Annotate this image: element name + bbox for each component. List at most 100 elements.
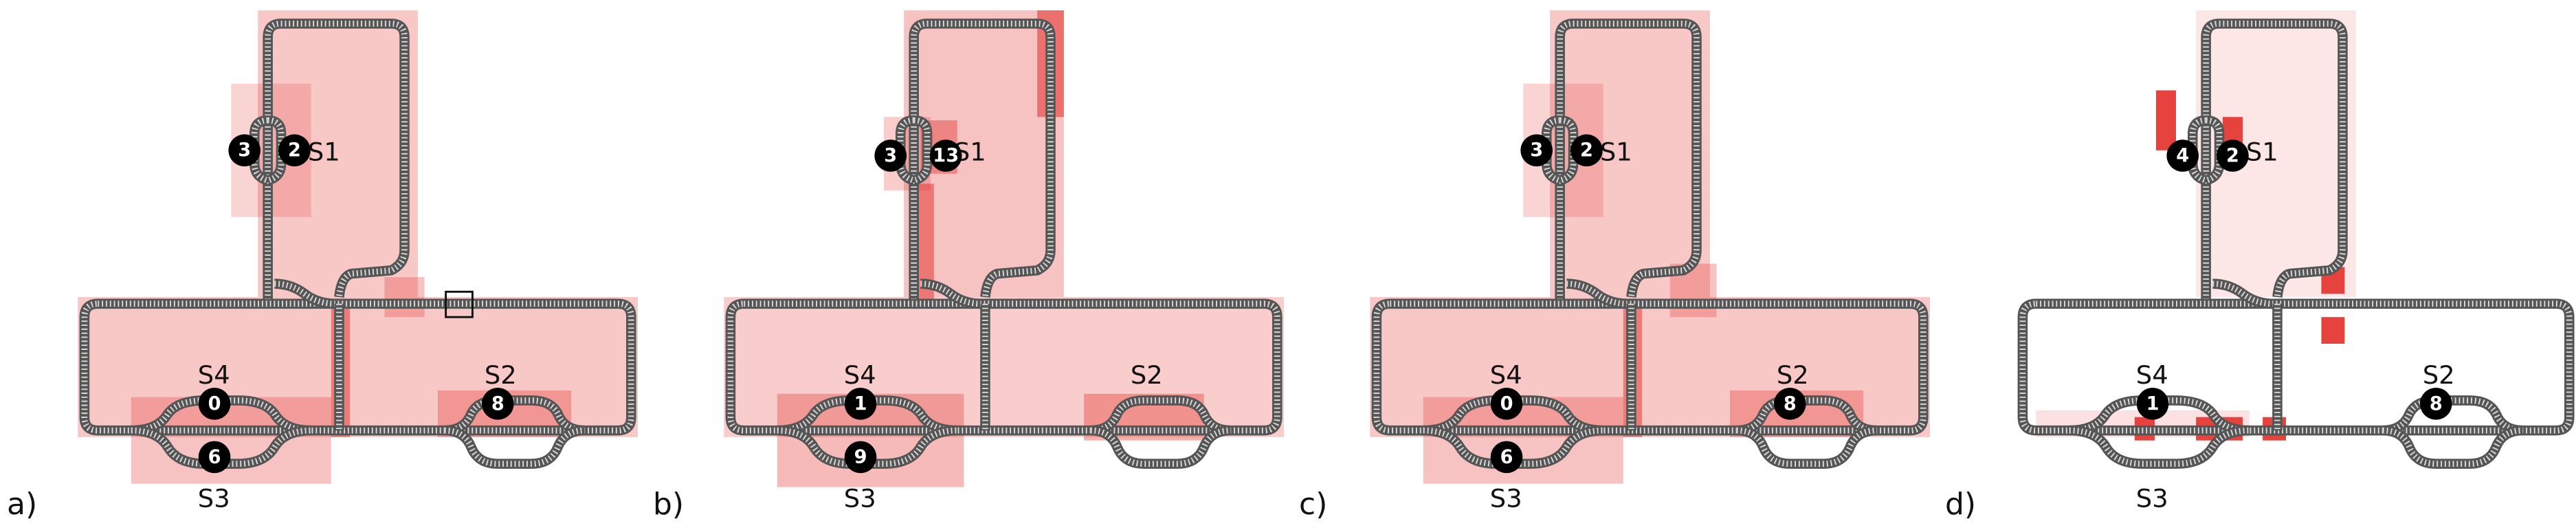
train-2: 2 (1570, 134, 1603, 166)
train-1: 1 (2136, 388, 2169, 420)
train-1: 1 (844, 388, 877, 420)
train-3: 3 (874, 140, 907, 172)
train-marker (278, 134, 311, 166)
track-ties (920, 280, 981, 307)
train-marker (2136, 388, 2169, 420)
highlight-region (2222, 117, 2243, 144)
track-ties (1557, 21, 1700, 304)
station-label-s4: S4 (1490, 360, 1522, 390)
train-number: 8 (491, 393, 504, 415)
track-ties (2212, 280, 2273, 307)
train-number: 0 (208, 393, 221, 415)
train-number: 2 (2226, 145, 2239, 166)
train-marker (1490, 388, 1523, 420)
panel-label-d: d) (1945, 487, 1976, 522)
train-number: 1 (2146, 393, 2159, 415)
selection-marker (445, 290, 474, 318)
train-number: 8 (2430, 393, 2443, 415)
track-ties (2203, 21, 2346, 304)
train-number: 1 (854, 393, 867, 415)
highlight-region (2155, 90, 2176, 151)
train-8: 8 (1774, 388, 1806, 420)
train-marker (482, 388, 514, 420)
track-ties (265, 21, 408, 304)
track-ties (274, 280, 335, 307)
station-label-s2: S2 (2423, 360, 2455, 390)
highlight-regions (1370, 10, 1930, 484)
station-label-s3: S3 (1490, 484, 1522, 514)
track-ties (131, 397, 311, 434)
track-ties (777, 397, 957, 434)
track-rail (725, 298, 1283, 436)
train-number: 8 (1784, 393, 1797, 415)
track-ties (1736, 427, 1877, 467)
panel-label-a: a) (7, 487, 37, 522)
train-2: 2 (2217, 140, 2249, 172)
track-ties (2069, 397, 2250, 434)
track-ties (1736, 397, 1877, 434)
train-8: 8 (482, 388, 514, 420)
panel-label-b: b) (653, 487, 684, 522)
track-ties (2069, 427, 2250, 467)
train-marker (2420, 388, 2452, 420)
station-label-s3: S3 (844, 484, 876, 514)
track-ties (444, 397, 585, 434)
train-number: 3 (884, 145, 897, 166)
track-ties (2382, 427, 2523, 467)
train-6: 6 (198, 441, 231, 474)
train-2: 2 (278, 134, 311, 166)
train-number: 4 (2176, 145, 2189, 166)
station-label-s2: S2 (485, 360, 517, 390)
panel-label-c: c) (1299, 487, 1327, 522)
track-network (2017, 19, 2575, 469)
track-ties (1090, 427, 1231, 467)
station-label-s2: S2 (1131, 360, 1163, 390)
train-13: 13 (929, 140, 962, 172)
train-number: 9 (854, 446, 867, 468)
train-6: 6 (1490, 441, 1523, 474)
train-marker (1774, 388, 1806, 420)
train-3: 3 (228, 134, 260, 166)
train-number: 13 (933, 145, 959, 166)
train-number: 2 (288, 140, 301, 161)
train-9: 9 (844, 441, 877, 474)
train-number: 6 (208, 446, 221, 468)
station-label-s4: S4 (198, 360, 230, 390)
train-3: 3 (1520, 134, 1553, 166)
train-marker (198, 388, 231, 420)
train-number: 3 (238, 140, 251, 161)
station-label-s2: S2 (1777, 360, 1809, 390)
train-0: 0 (198, 388, 231, 420)
track-rail (2017, 298, 2575, 436)
highlight-regions (2036, 10, 2356, 441)
train-marker (228, 134, 260, 166)
track-ties (1566, 280, 1627, 307)
train-8: 8 (2420, 388, 2452, 420)
station-label-s1: S1 (1600, 137, 1632, 166)
track-rail (1371, 298, 1929, 436)
station-label-s3: S3 (2136, 484, 2168, 514)
station-label-s3: S3 (198, 484, 230, 514)
train-number: 3 (1530, 140, 1543, 161)
station-label-s1: S1 (2246, 137, 2278, 166)
train-marker (844, 441, 877, 474)
train-marker (2166, 140, 2199, 172)
train-marker (2217, 140, 2249, 172)
station-label-s4: S4 (2136, 360, 2168, 390)
train-marker (1570, 134, 1603, 166)
station-label-s4: S4 (844, 360, 876, 390)
track-ties (1090, 397, 1231, 434)
train-marker (874, 140, 907, 172)
train-number: 2 (1580, 140, 1593, 161)
highlight-region (2321, 317, 2345, 344)
train-marker (1490, 441, 1523, 474)
train-marker (1520, 134, 1553, 166)
track-rail (79, 298, 636, 436)
train-marker (198, 441, 231, 474)
train-4: 4 (2166, 140, 2199, 172)
train-0: 0 (1490, 388, 1523, 420)
